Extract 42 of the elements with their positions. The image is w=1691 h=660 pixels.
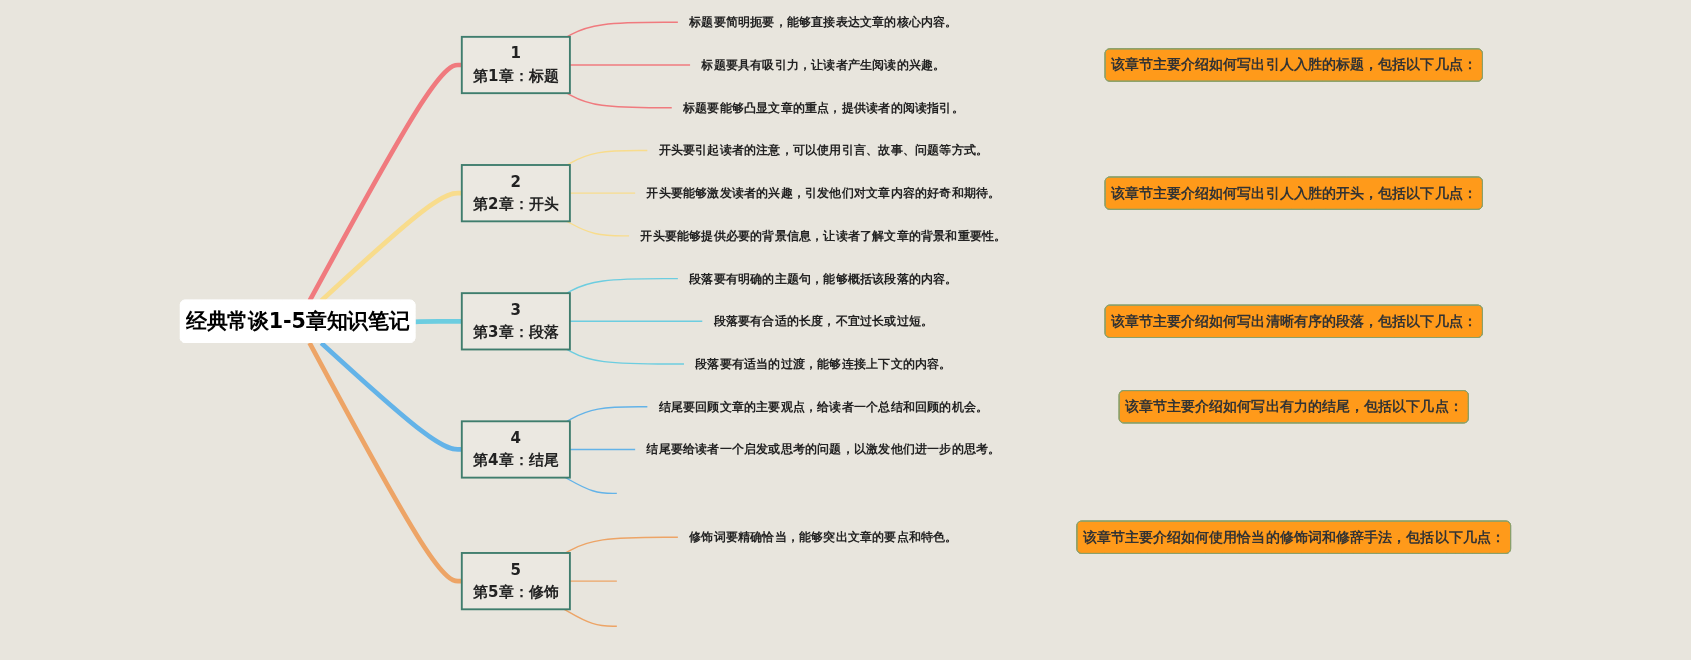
- branch-line: [566, 149, 649, 166]
- point-text: 段落要有合适的长度，不宜过长或过短。: [713, 314, 934, 329]
- branch-line: [415, 318, 462, 325]
- branch-line: [564, 476, 618, 495]
- point-text: 开头要引起读者的注意，可以使用引言、故事、问题等方式。: [658, 143, 989, 158]
- branch-line: [307, 341, 462, 584]
- chapter-box: 3 第3章：段落: [460, 292, 571, 351]
- point-text: 开头要能够激发读者的兴趣，引发他们对文章内容的好奇和期待。: [646, 185, 1001, 200]
- branch-line: [569, 192, 636, 194]
- point-text: 标题要具有吸引力，让读者产生阅读的兴趣。: [701, 57, 946, 72]
- branch-line: [566, 406, 649, 422]
- chapter-box: 1 第1章：标题: [460, 35, 571, 95]
- branch-line: [563, 608, 618, 627]
- point-text: 开头要能够提供必要的背景信息，让读者了解文章的背景和重要性。: [640, 228, 1007, 243]
- point-text: 段落要有明确的主题句，能够概括该段落的内容。: [689, 271, 958, 286]
- point-text: 标题要能够凸显文章的重点，提供读者的阅读指引。: [683, 100, 964, 115]
- branch-line: [566, 348, 685, 365]
- branch-line: [319, 341, 462, 452]
- branch-line: [569, 448, 636, 451]
- branch-line: [566, 92, 673, 109]
- root-box: 经典常谈1-5章知识笔记: [179, 299, 416, 343]
- point-text: 结尾要回顾文章的主要观点，给读者一个总结和回顾的机会。: [658, 399, 989, 414]
- chapter-box: 5 第5章：修饰: [460, 552, 571, 611]
- point-text: 标题要简明扼要，能够直接表达文章的核心内容。: [689, 15, 958, 30]
- branch-line: [566, 277, 679, 294]
- point-text: 修饰词要精确恰当，能够突出文章的要点和特色。: [689, 529, 958, 545]
- summary-box: 该章节主要介绍如何写出引人入胜的标题，包括以下几点：: [1104, 48, 1483, 82]
- point-text: 结尾要给读者一个启发或思考的问题，以激发他们进一步的思考。: [646, 442, 1001, 457]
- branch-line: [566, 220, 630, 237]
- branch-line: [569, 580, 618, 582]
- chapter-box: 2 第2章：开头: [460, 164, 571, 223]
- branch-line: [566, 21, 679, 38]
- branch-line: [307, 62, 462, 302]
- summary-box: 该章节主要介绍如何写出有力的结尾，包括以下几点：: [1118, 390, 1469, 424]
- branch-line: [564, 536, 679, 554]
- point-text: 段落要有适当的过渡，能够连接上下文的内容。: [695, 356, 952, 371]
- branch-line: [569, 320, 703, 323]
- summary-box: 该章节主要介绍如何写出引人入胜的开头，包括以下几点：: [1104, 176, 1483, 210]
- branch-line: [569, 64, 691, 66]
- chapter-box: 4 第4章：结尾: [460, 420, 571, 479]
- summary-box: 该章节主要介绍如何写出清晰有序的段落，包括以下几点：: [1104, 304, 1483, 338]
- summary-box: 该章节主要介绍如何使用恰当的修饰词和修辞手法，包括以下几点：: [1076, 520, 1512, 554]
